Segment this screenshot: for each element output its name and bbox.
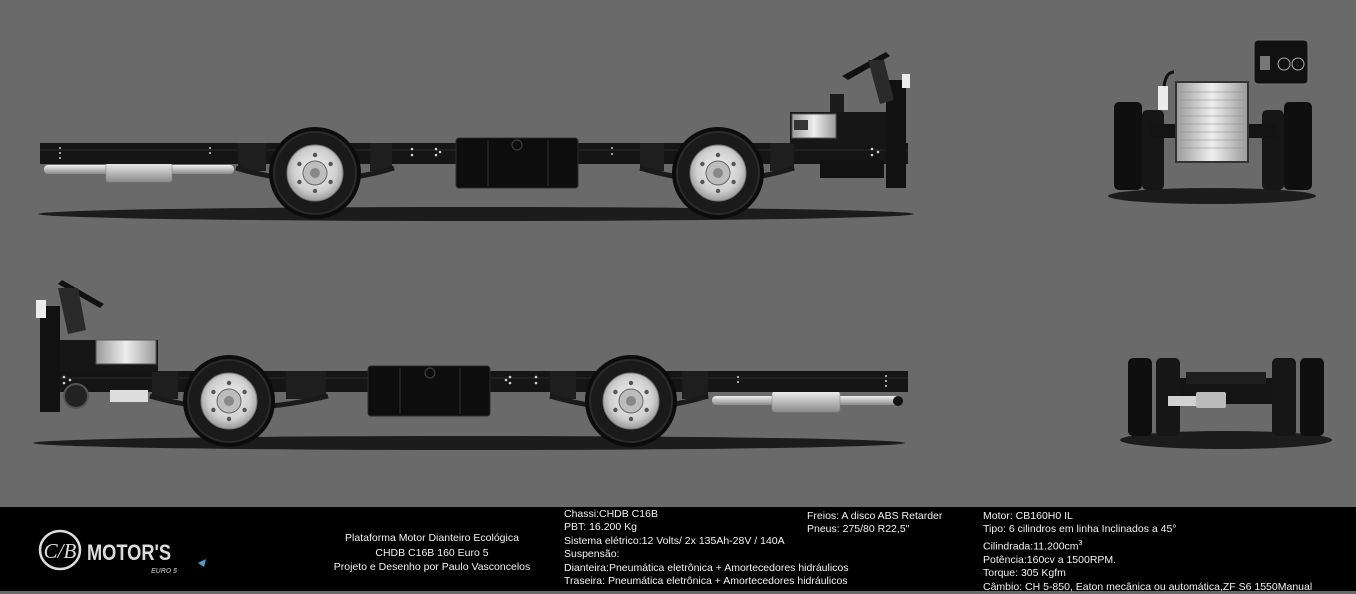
rear-wheel	[268, 126, 362, 220]
front-panel	[886, 80, 906, 188]
headlight	[36, 300, 46, 318]
spec-suspension: Suspensão:	[564, 548, 620, 561]
dashboard	[1253, 39, 1309, 85]
spec-type: Tipo: 6 cilindros em linha Inclinados a …	[983, 523, 1177, 536]
radiator	[791, 113, 837, 139]
steering-column	[842, 52, 890, 80]
spec-chassi: Chassi:CHDB C16B	[564, 508, 658, 520]
chassis-drawing-area	[33, 39, 1332, 450]
exhaust-tip	[1168, 396, 1198, 406]
brake-specs: Freios: A disco ABS Retarder Pneus: 275/…	[807, 510, 942, 537]
spec-gearbox: Câmbio: CH 5-850, Eaton mecânica ou auto…	[983, 580, 1313, 593]
radiator	[1175, 81, 1249, 163]
spec-brakes: Freios: A disco ABS Retarder	[807, 510, 943, 522]
logo-accent-icon	[198, 559, 206, 567]
spec-displacement: Cilindrada:11.200cm3	[983, 537, 1312, 554]
spec-motor: Motor: CB160H0 IL	[983, 510, 1073, 522]
front-wheel	[671, 126, 765, 220]
front-wheel	[182, 354, 276, 448]
engine-specs: Motor: CB160H0 IL Tipo: 6 cilindros em l…	[983, 510, 1312, 594]
front-view	[1108, 39, 1316, 204]
spec-power: Potência:160cv a 1500RPM.	[983, 553, 1117, 566]
rear-wheel	[584, 354, 678, 448]
fuel-tank	[455, 137, 579, 189]
spec-displacement-unit: 3	[1078, 539, 1083, 547]
fuel-tank	[367, 365, 491, 417]
logo-badge: EURO 5	[151, 568, 177, 575]
spec-suspension-rear: Traseira: Pneumática eletrônica + Amorte…	[564, 575, 848, 588]
headlight	[1158, 86, 1168, 110]
platform-author: Projeto e Desenho por Paulo Vasconcelos	[333, 561, 531, 573]
spec-suspension-front: Dianteira:Pneumática eletrônica + Amorte…	[564, 561, 849, 574]
front-panel	[40, 306, 60, 412]
platform-title: Plataforma Motor Dianteiro Ecológica	[345, 532, 519, 544]
spec-electric: Sistema elétrico:12 Volts/ 2x 135Ah-28V …	[564, 534, 785, 547]
platform-info: Plataforma Motor Dianteiro Ecológica CHD…	[318, 531, 546, 575]
headlight	[902, 74, 910, 88]
platform-model: CHDB C16B 160 Euro 5	[375, 546, 489, 559]
rear-view	[1120, 358, 1332, 449]
muffler	[771, 390, 841, 413]
side-view-top	[38, 52, 914, 221]
engine-cover	[95, 339, 157, 365]
chassis-specs: Chassi:CHDB C16B PBT: 16.200 Kg Sistema …	[564, 508, 849, 588]
brand-logo: C/B MOTOR'S EURO 5	[38, 527, 218, 577]
spec-torque: Torque: 305 Kgfm	[983, 567, 1066, 580]
muffler	[105, 161, 173, 183]
spec-displacement-value: Cilindrada:11.200cm	[983, 540, 1079, 553]
steering-column	[58, 280, 104, 308]
spec-tires: Pneus: 275/80 R22,5"	[807, 523, 910, 536]
side-view-bottom	[33, 280, 908, 450]
spec-pbt: PBT: 16.200 Kg	[564, 521, 637, 534]
ground-shadow	[33, 436, 905, 450]
logo-name: MOTOR'S	[87, 540, 171, 565]
logo-monogram: C/B	[44, 539, 77, 563]
spec-footer: C/B MOTOR'S EURO 5 Plataforma Motor Dian…	[0, 507, 1356, 594]
ground-shadow	[38, 207, 914, 221]
